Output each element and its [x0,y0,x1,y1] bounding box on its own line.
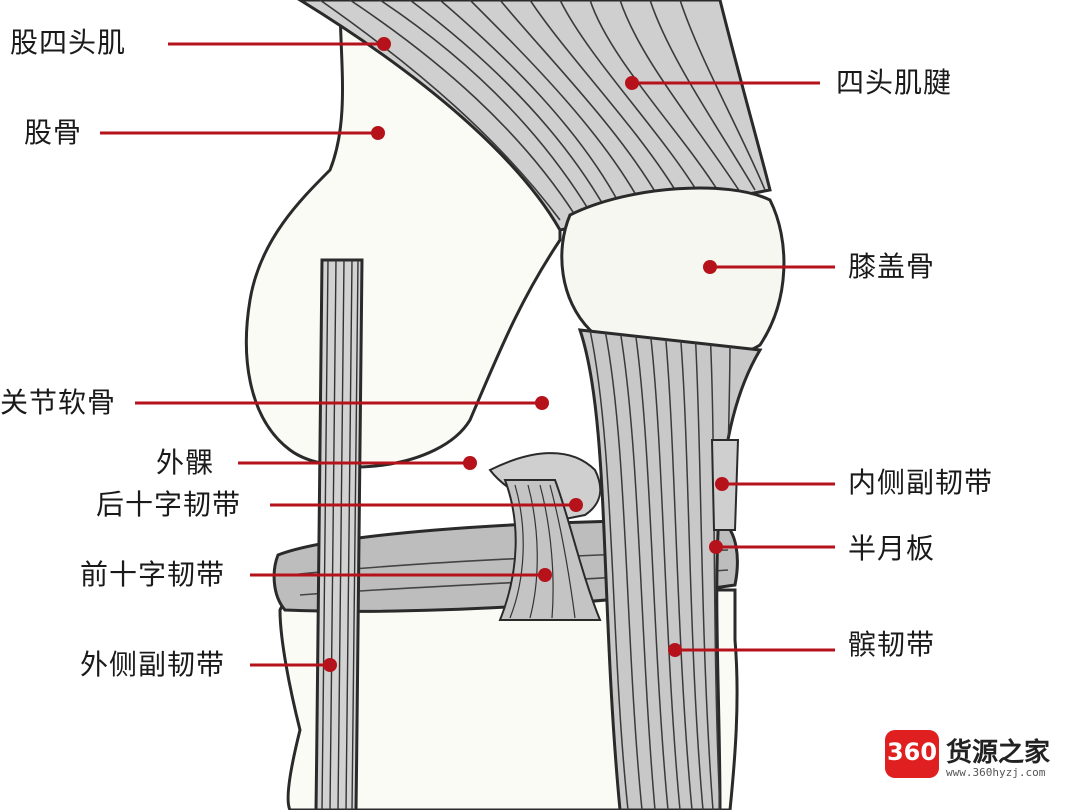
label-patellar-ligament: 髌韧带 [848,628,935,662]
label-patella: 膝盖骨 [848,250,935,284]
watermark-site: 货源之家 [946,732,1050,769]
watermark-badge-text: 360 [885,738,939,766]
pointer-dot-quad-tendon [625,76,639,90]
pointer-dot-patellar-ligament [668,643,682,657]
pointer-dot-mcl [715,477,729,491]
pointer-dot-pcl [569,498,583,512]
pointer-dot-acl [538,568,552,582]
pointer-dot-lateral-condyle [463,456,477,470]
pointer-dot-femur [371,126,385,140]
watermark-url: www.360hyzj.com [946,766,1045,779]
label-lateral-condyle: 外髁 [156,446,214,480]
label-pcl: 后十字韧带 [96,488,241,522]
label-femur: 股骨 [24,116,82,150]
label-mcl: 内侧副韧带 [848,466,993,500]
pointer-dot-meniscus [709,540,723,554]
pointer-dot-patella [703,260,717,274]
label-lcl: 外侧副韧带 [80,648,225,682]
label-cartilage: 关节软骨 [0,386,116,420]
label-quadriceps: 股四头肌 [10,26,126,60]
label-meniscus: 半月板 [848,532,935,566]
pointer-dot-quadriceps [377,37,391,51]
label-acl: 前十字韧带 [80,558,225,592]
label-quad-tendon: 四头肌腱 [836,66,952,100]
pointer-dot-lcl [323,658,337,672]
pointer-dot-cartilage [535,396,549,410]
